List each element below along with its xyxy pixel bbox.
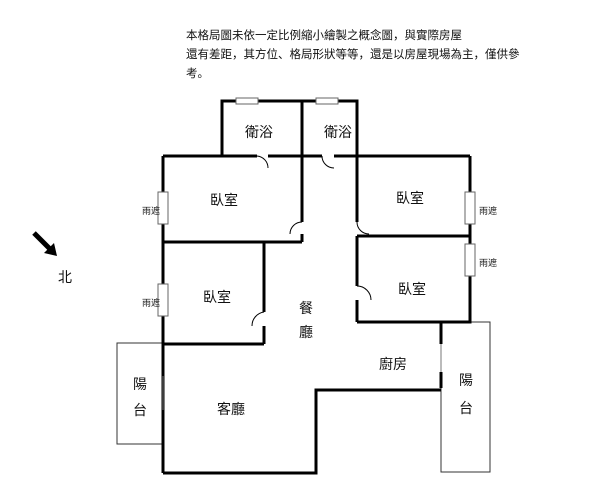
kitchen-label: 廚房 <box>379 356 407 373</box>
rain-shelter-label-2: 雨遮 <box>142 297 160 309</box>
bedroom-bottom-left-label: 臥室 <box>203 289 231 306</box>
disclaimer-line-3: 考。 <box>186 66 209 80</box>
bathroom-right-label: 衛浴 <box>324 125 352 141</box>
balcony-right-label-2: 台 <box>459 401 473 417</box>
dining-label-1: 餐 <box>299 301 313 317</box>
north-arrow-icon <box>32 231 57 256</box>
disclaimer-note: 本格局圖未依一定比例縮小繪製之概念圖，與實際房屋 還有差距，其方位、格局形狀等等… <box>186 26 576 83</box>
balcony-left-label-1: 陽 <box>133 377 147 393</box>
north-label: 北 <box>58 270 72 286</box>
doors <box>162 155 442 410</box>
bathroom-left-label: 衛浴 <box>245 125 273 141</box>
bedroom-bottom-right-label: 臥室 <box>398 281 426 298</box>
disclaimer-line-1: 本格局圖未依一定比例縮小繪製之概念圖，與實際房屋 <box>186 28 462 42</box>
living-room-label: 客廳 <box>217 401 245 418</box>
disclaimer-line-2: 還有差距，其方位、格局形狀等等，還是以房屋現場為主，僅供參 <box>186 47 520 61</box>
balcony-right <box>440 321 491 473</box>
balcony-left-label-2: 台 <box>133 403 147 419</box>
rain-shelter-label-1: 雨遮 <box>142 205 160 217</box>
bedroom-top-right-label: 臥室 <box>396 190 424 207</box>
window-frames <box>157 97 476 317</box>
bedroom-top-left-label: 臥室 <box>210 192 238 209</box>
rain-shelter-label-3: 雨遮 <box>479 205 497 217</box>
dining-label-2: 廳 <box>299 324 313 341</box>
rain-shelter-label-4: 雨遮 <box>479 257 497 269</box>
balcony-left <box>116 342 164 445</box>
balcony-right-label-1: 陽 <box>459 373 473 389</box>
